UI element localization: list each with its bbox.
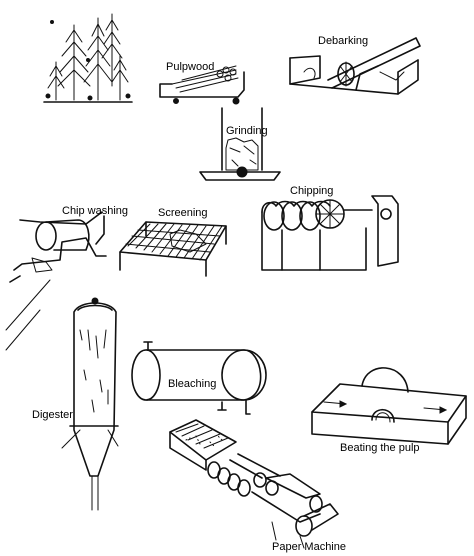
paper-machine-illustration [169, 419, 339, 549]
label-pulpwood: Pulpwood [166, 61, 215, 73]
screening-illustration [119, 221, 227, 277]
label-digester: Digester [32, 409, 73, 421]
grinding-illustration [199, 107, 281, 181]
label-beating-the-pulp: Beating the pulp [340, 442, 420, 454]
label-debarking: Debarking [318, 35, 369, 47]
forest-illustration [43, 13, 133, 103]
debarking-illustration [289, 37, 421, 95]
label-chip-washing: Chip washing [62, 205, 129, 217]
digester-illustration [61, 297, 119, 511]
pulpwood-truck-illustration [159, 65, 245, 105]
bleaching-tank-illustration [131, 341, 267, 415]
label-screening: Screening [158, 207, 208, 219]
chip-washing-illustration [5, 211, 107, 351]
label-chipping: Chipping [290, 185, 334, 197]
label-grinding: Grinding [226, 125, 268, 137]
label-bleaching: Bleaching [168, 378, 217, 390]
chipping-illustration [261, 195, 399, 271]
beater-illustration [311, 367, 467, 445]
label-paper-machine: Paper Machine [272, 541, 346, 553]
